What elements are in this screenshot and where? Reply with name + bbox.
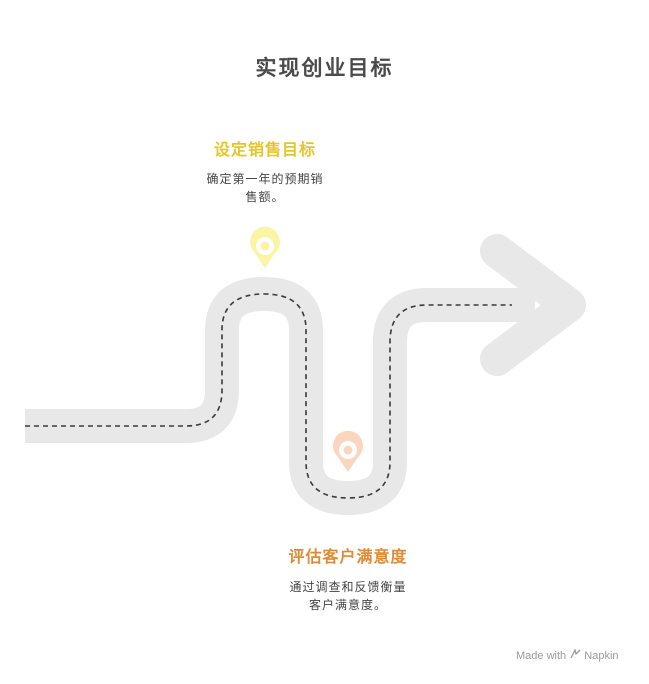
step-description-line: 售额。 xyxy=(245,190,285,204)
step-description-line: 客户满意度。 xyxy=(308,598,387,612)
step-description-customer-satisfaction: 通过调查和反馈衡量 客户满意度。 xyxy=(273,578,423,614)
step-title-sales-goal: 设定销售目标 xyxy=(213,140,316,159)
road-center-dashes xyxy=(25,293,512,499)
step-title-customer-satisfaction: 评估客户满意度 xyxy=(288,547,408,566)
road-arrow-head xyxy=(480,234,586,376)
step-description-line: 确定第一年的预期销 xyxy=(206,172,324,186)
napkin-watermark[interactable]: Made with Napkin xyxy=(516,648,619,662)
made-with-label: Made with xyxy=(516,650,567,662)
step-description-sales-goal: 确定第一年的预期销 售额。 xyxy=(190,170,340,206)
map-pin-icon xyxy=(333,430,363,472)
napkin-brand-label: Napkin xyxy=(584,650,619,662)
step-description-line: 通过调查和反馈衡量 xyxy=(289,580,407,594)
page-title: 实现创业目标 xyxy=(255,55,394,80)
road-path xyxy=(25,277,535,515)
napkin-logo-icon xyxy=(569,648,581,662)
map-pin-icon xyxy=(250,226,280,268)
